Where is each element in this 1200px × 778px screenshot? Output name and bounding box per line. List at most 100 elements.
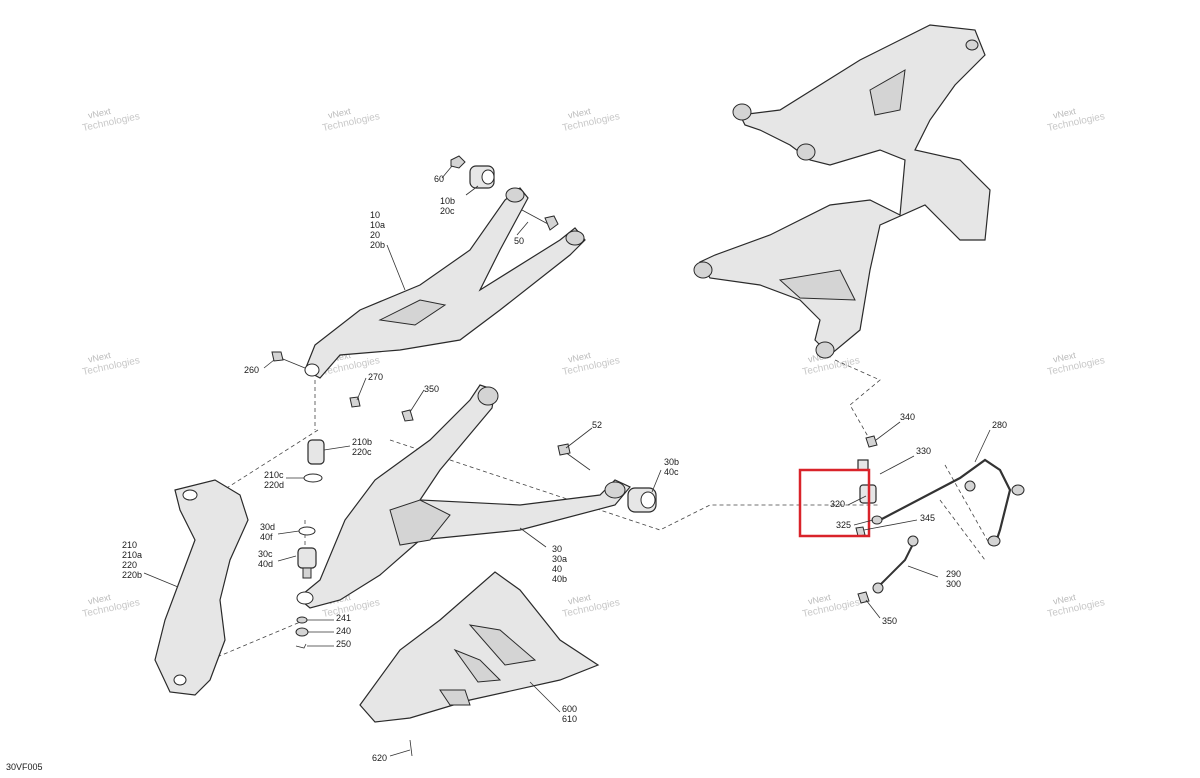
callout-line: 10b — [440, 196, 455, 206]
skid-plate — [359, 571, 600, 723]
bolt-60 — [450, 155, 466, 169]
callout-line: 350 — [424, 384, 439, 394]
watermark-line1: vNext — [87, 106, 112, 121]
trailing-arm-assembly — [693, 24, 991, 359]
callout-320: 320 — [830, 499, 845, 509]
callout-line: 52 — [592, 420, 602, 430]
callout-line: 30a — [552, 554, 567, 564]
callout-340: 340 — [900, 412, 915, 422]
callout-350b: 350 — [882, 616, 897, 626]
callout-line: 20 — [370, 230, 380, 240]
callout-line: 60 — [434, 174, 444, 184]
callout-line: 340 — [900, 412, 915, 422]
callout-241: 241 — [336, 613, 351, 623]
steering-knuckle — [154, 479, 249, 696]
watermark-line1: vNext — [1052, 350, 1077, 365]
sway-bar — [879, 458, 1025, 547]
callout-line: 210c — [264, 470, 284, 480]
callout-line: 30c — [258, 549, 273, 559]
watermark-line1: vNext — [327, 106, 352, 121]
ball-joint-lower — [297, 526, 317, 579]
callout-line: 40b — [552, 574, 567, 584]
callout-line: 620 — [372, 753, 387, 763]
leader-lines — [143, 165, 991, 757]
bolt-52 — [557, 443, 591, 471]
callout-line: 260 — [244, 365, 259, 375]
callout-line: 20c — [440, 206, 455, 216]
callout-line: 30d — [260, 522, 275, 532]
callout-line: 210b — [352, 437, 372, 447]
ball-joint-upper — [303, 439, 325, 483]
callout-line: 280 — [992, 420, 1007, 430]
callout-line: 320 — [830, 499, 845, 509]
callout-line: 220c — [352, 447, 372, 457]
upper-a-arm — [304, 187, 586, 379]
callout-270: 270 — [368, 372, 383, 382]
bushing-lower — [627, 487, 657, 513]
callout-line: 10 — [370, 210, 380, 220]
callout-line: 270 — [368, 372, 383, 382]
callout-line: 250 — [336, 639, 351, 649]
callout-line: 350 — [882, 616, 897, 626]
sway-bar-link — [857, 535, 919, 604]
callout-line: 20b — [370, 240, 385, 250]
callout-line: 50 — [514, 236, 524, 246]
callout-line: 290 — [946, 569, 961, 579]
callout-line: 300 — [946, 579, 961, 589]
drawing-reference: 30VF005 — [6, 762, 43, 772]
watermark-line1: vNext — [567, 592, 592, 607]
assembly-dashed-lines — [199, 359, 991, 661]
callout-line: 30b — [664, 457, 679, 467]
callout-line: 600 — [562, 704, 577, 714]
callout-330: 330 — [916, 446, 931, 456]
highlight-box — [798, 468, 871, 538]
watermark-line1: vNext — [567, 350, 592, 365]
callout-line: 40d — [258, 559, 273, 569]
callout-line: 210a — [122, 550, 142, 560]
bolt-50 — [521, 209, 559, 231]
callout-52: 52 — [592, 420, 602, 430]
callout-line: 210 — [122, 540, 137, 550]
callout-line: 220 — [122, 560, 137, 570]
watermark-line1: vNext — [1052, 592, 1077, 607]
callout-260: 260 — [244, 365, 259, 375]
washer-nut-cotter-stack — [295, 616, 309, 649]
watermark-line1: vNext — [87, 350, 112, 365]
callout-line: 10a — [370, 220, 385, 230]
screw-620 — [409, 739, 413, 757]
callout-line: 40f — [260, 532, 273, 542]
callout-line: 610 — [562, 714, 577, 724]
callout-line: 345 — [920, 513, 935, 523]
watermark-line1: vNext — [807, 592, 832, 607]
callout-240: 240 — [336, 626, 351, 636]
callout-line: 30 — [552, 544, 562, 554]
watermark-line1: vNext — [1052, 106, 1077, 121]
callout-line: 40c — [664, 467, 679, 477]
callout-line: 241 — [336, 613, 351, 623]
callout-line: 40 — [552, 564, 562, 574]
callout-line: 330 — [916, 446, 931, 456]
callout-line: 220b — [122, 570, 142, 580]
callout-325: 325 — [836, 520, 851, 530]
callout-line: 220d — [264, 480, 284, 490]
lower-a-arm — [296, 384, 631, 609]
watermark-line1: vNext — [87, 592, 112, 607]
bushing-upper — [469, 165, 495, 189]
